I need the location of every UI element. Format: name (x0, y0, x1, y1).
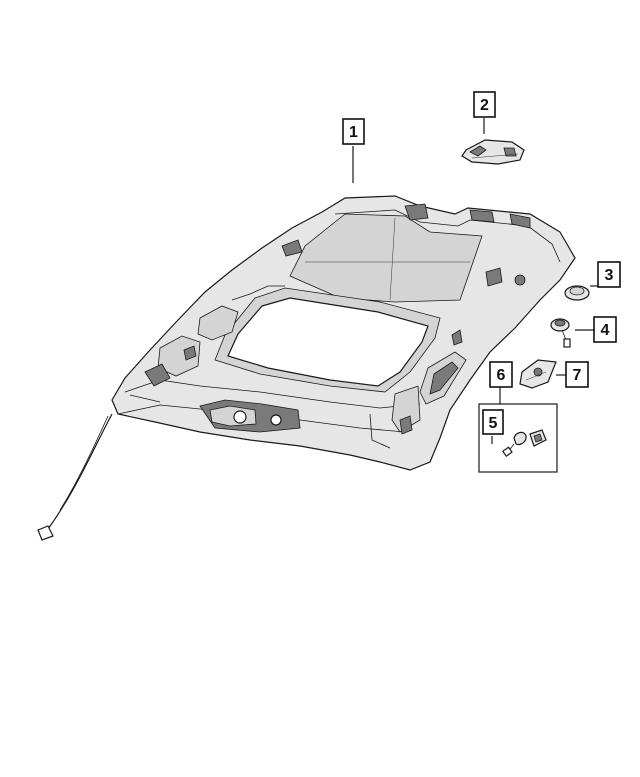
callout-3-label: 3 (605, 267, 614, 284)
callout-7: 7 (565, 361, 589, 388)
lamp-with-pigtail-illustration (550, 318, 571, 348)
leader-lines (352, 118, 598, 444)
dome-pad-illustration (564, 285, 590, 301)
callout-6: 6 (489, 361, 513, 388)
console-bracket-illustration (461, 139, 525, 165)
bulb-illustration (501, 431, 527, 458)
detail-box-frame (478, 403, 558, 473)
callout-3: 3 (597, 261, 621, 288)
callout-6-label: 6 (497, 367, 506, 384)
part-6-detail-box (478, 403, 558, 473)
headliner-illustration (37, 195, 576, 541)
callout-2-label: 2 (480, 97, 489, 114)
socket-illustration (529, 429, 547, 447)
callout-7-label: 7 (573, 367, 582, 384)
callout-4-label: 4 (601, 322, 610, 339)
callout-2: 2 (473, 91, 496, 118)
callout-1-label: 1 (349, 124, 358, 141)
callout-1: 1 (342, 118, 365, 145)
callout-4: 4 (593, 316, 617, 343)
callout-5-label: 5 (489, 415, 498, 432)
callout-5: 5 (482, 409, 504, 435)
switch-module-illustration (519, 359, 557, 389)
